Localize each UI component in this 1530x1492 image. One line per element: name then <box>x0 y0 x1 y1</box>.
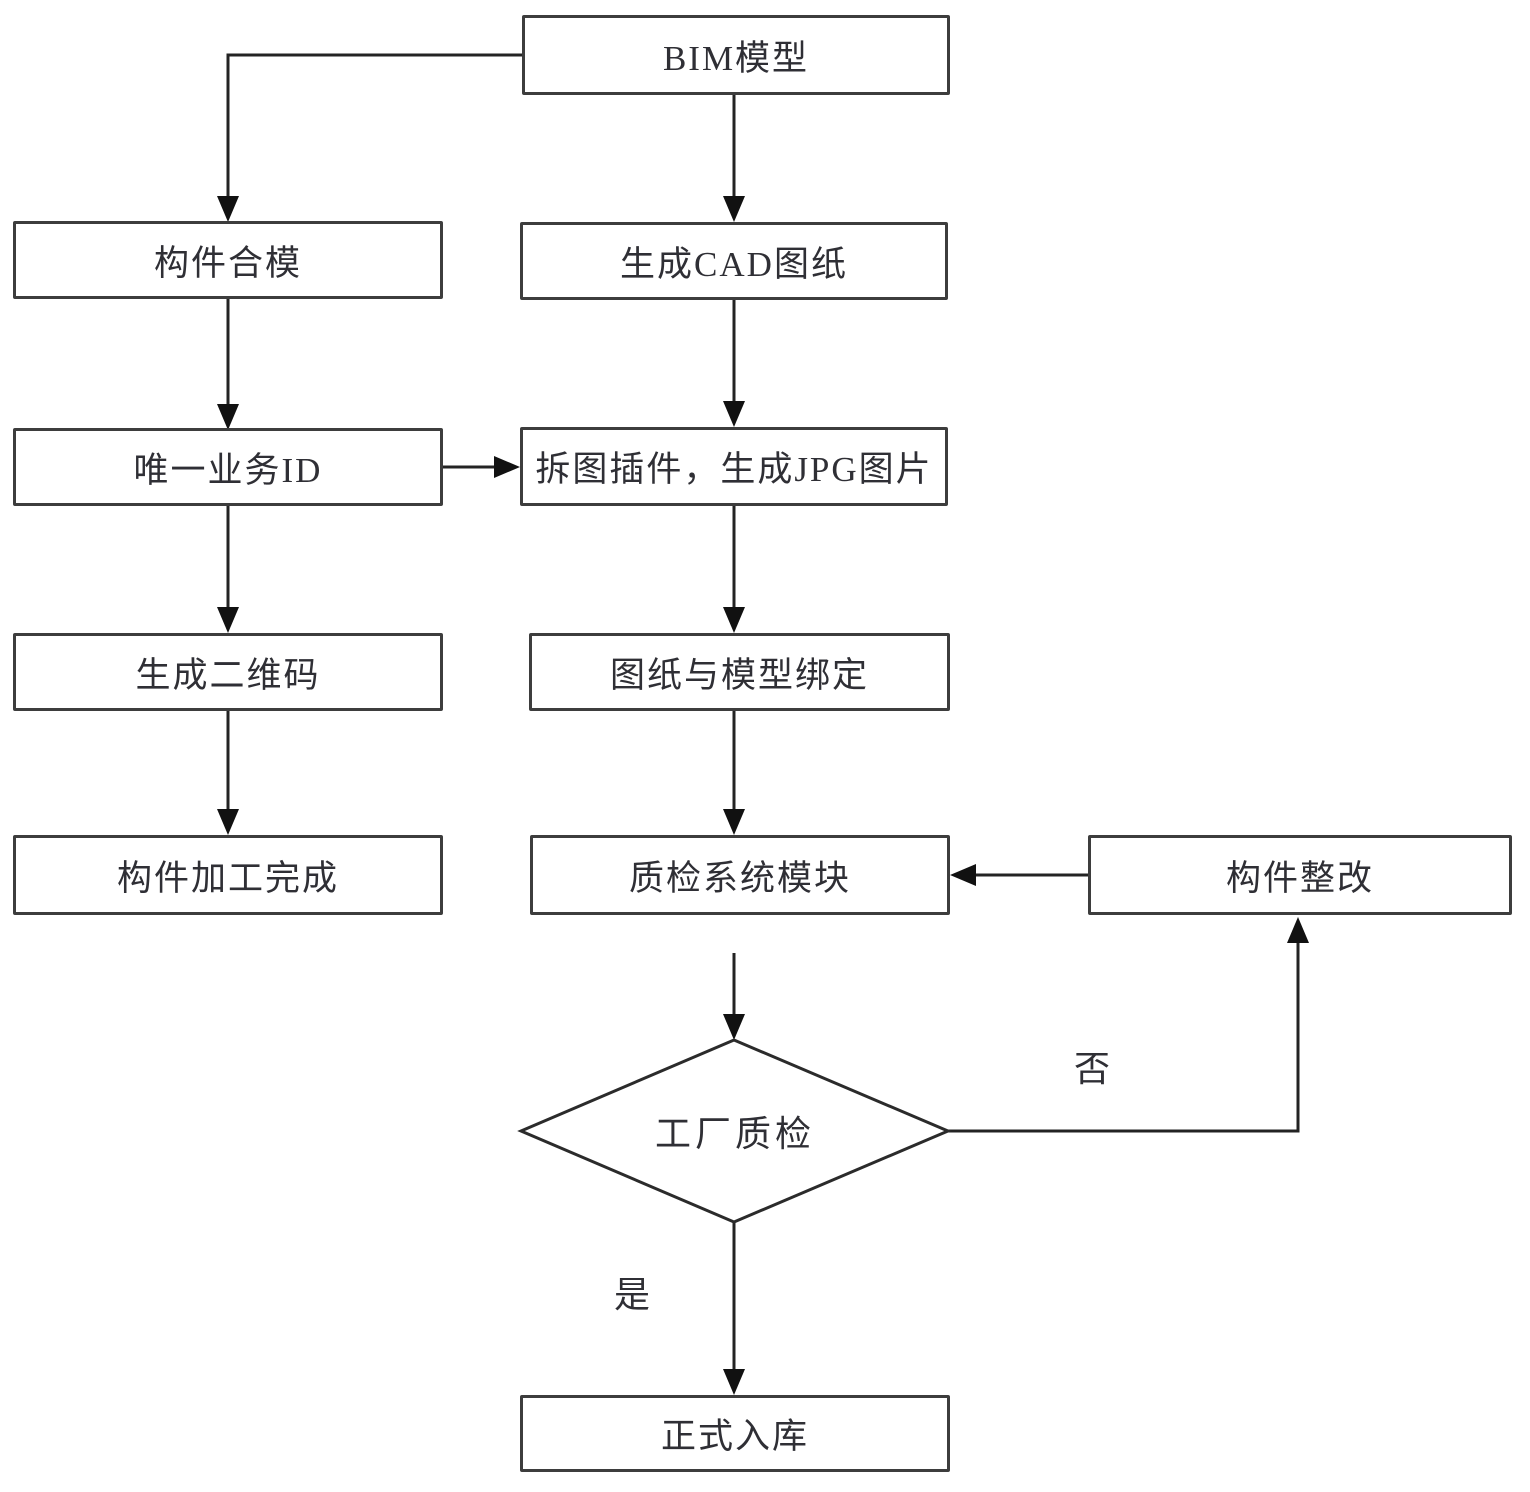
node-bim-model-label: BIM模型 <box>662 38 810 78</box>
node-component-molding: 构件合模 <box>13 221 443 299</box>
node-component-rectification: 构件整改 <box>1088 835 1512 915</box>
node-generate-cad-drawing: 生成CAD图纸 <box>520 222 948 300</box>
node-generate-qr-code-label: 生成二维码 <box>135 655 321 695</box>
node-factory-qc-shape <box>517 1038 952 1224</box>
node-qc-system-module-label: 质检系统模块 <box>628 858 851 898</box>
node-drawing-model-binding: 图纸与模型绑定 <box>529 633 950 711</box>
node-qc-system-module: 质检系统模块 <box>530 835 950 915</box>
node-formal-warehousing-label: 正式入库 <box>660 1417 809 1456</box>
edge-bim-to-molding <box>226 53 522 196</box>
node-generate-cad-drawing-label: 生成CAD图纸 <box>620 244 848 284</box>
edge-label-no: 否 <box>1073 1049 1110 1089</box>
arrowhead-down-plugin <box>723 401 745 427</box>
arrowhead-up-rework <box>1287 917 1309 943</box>
node-generate-qr-code: 生成二维码 <box>13 633 443 711</box>
arrowhead-down-molding <box>217 196 239 222</box>
node-split-plugin-jpg: 拆图插件，生成JPG图片 <box>520 427 948 506</box>
node-component-processing-done-label: 构件加工完成 <box>116 858 339 898</box>
arrowhead-down-diamond <box>723 1014 745 1040</box>
arrowhead-down-warehouse <box>723 1369 745 1395</box>
node-factory-qc-label: 工厂质检 <box>654 1114 815 1154</box>
arrowhead-left-qc <box>950 864 976 886</box>
arrowhead-down-uniqueid <box>217 404 239 430</box>
node-unique-business-id-label: 唯一业务ID <box>133 450 323 490</box>
node-component-molding-label: 构件合模 <box>153 243 302 283</box>
node-bim-model: BIM模型 <box>522 15 950 95</box>
edge-diamond-no-to-rework <box>948 943 1300 1133</box>
node-split-plugin-jpg-label: 拆图插件，生成JPG图片 <box>535 450 933 489</box>
node-factory-qc: 工厂质检 <box>585 1104 885 1158</box>
node-drawing-model-binding-label: 图纸与模型绑定 <box>609 655 869 695</box>
node-unique-business-id: 唯一业务ID <box>13 428 443 506</box>
arrowhead-down-done <box>217 809 239 835</box>
node-component-processing-done: 构件加工完成 <box>13 835 443 915</box>
arrowhead-down-qrcode <box>217 607 239 633</box>
edge-label-yes: 是 <box>613 1275 650 1315</box>
node-formal-warehousing: 正式入库 <box>520 1395 950 1472</box>
arrowhead-down-binding <box>723 607 745 633</box>
arrowhead-right-plugin <box>494 456 520 478</box>
arrowhead-down-qc <box>723 809 745 835</box>
arrowhead-down-cad <box>723 196 745 222</box>
node-component-rectification-label: 构件整改 <box>1225 858 1374 898</box>
